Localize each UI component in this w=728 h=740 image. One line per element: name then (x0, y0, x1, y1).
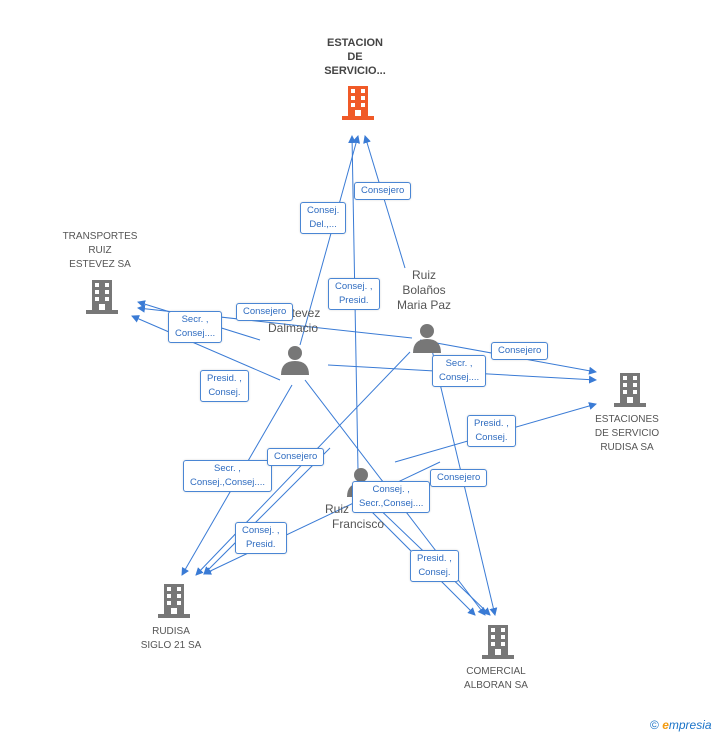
building-icon[interactable] (482, 625, 514, 659)
label-line: ESTEVEZ SA (69, 259, 131, 270)
edge-label-line: Consej. (475, 432, 508, 443)
label-line: Francisco (331, 517, 384, 531)
building-icon[interactable] (158, 584, 190, 618)
main-company-label-line: SERVICIO... (324, 65, 386, 77)
edge-label-line: Secr. , (181, 314, 209, 325)
edge-label-line: Secr. , (214, 463, 241, 474)
label-line: Ruiz (411, 268, 436, 282)
label-line: Maria Paz (396, 298, 452, 312)
label-line: Dalmacio (267, 321, 318, 335)
edge-line (203, 447, 331, 575)
label-line: RUIZ (88, 245, 112, 256)
person-label-dalmacio[interactable]: tevez Dalmacio (248, 306, 338, 336)
edge-label-line: Consejero (498, 345, 542, 356)
edge-label-line: Presid. , (474, 418, 509, 429)
edge-label-line: Presid. (245, 539, 276, 550)
edge-label-line: Consejero (274, 451, 318, 462)
edge-label-line: Secr.,Consej.... (359, 498, 424, 509)
label-line: Ruiz (325, 502, 350, 516)
main-company-label[interactable]: ESTACION DE SERVICIO... (300, 36, 410, 78)
label-line: RUDISA SA (600, 442, 654, 453)
label-line: TRANSPORTES (62, 231, 138, 242)
building-icon[interactable] (614, 373, 646, 407)
edge-line (131, 315, 281, 381)
edge-label[interactable]: Consej. , Secr.,Consej.... (352, 481, 431, 513)
company-label-transportes[interactable]: TRANSPORTES RUIZ ESTEVEZ SA (45, 230, 155, 272)
edge-line (299, 135, 360, 346)
edge-label[interactable]: Consejero (354, 182, 412, 200)
edge-label[interactable]: Presid. , Consej. (410, 550, 459, 582)
main-company-label-line: DE (347, 51, 363, 63)
edge-label-line: Consej.... (439, 372, 480, 383)
edge-label-line: Del.,... (309, 219, 337, 230)
edge-label[interactable]: Consej. Del.,... (300, 202, 347, 234)
edge-label-line: Consej. (418, 567, 451, 578)
label-line: tevez (291, 306, 321, 320)
edge-label-line: Consejero (437, 472, 481, 483)
edge-label[interactable]: Consejero (491, 342, 549, 360)
label-line: SIGLO 21 SA (140, 640, 202, 651)
person-label-francisco[interactable]: Ruiz Francisco (313, 502, 403, 532)
person-icon[interactable] (280, 345, 310, 375)
edge-label-line: Consejero (243, 306, 287, 317)
edge-label[interactable]: Consejero (430, 469, 488, 487)
brand-e: e (662, 718, 669, 732)
label-line: ALBORAN SA (464, 680, 528, 691)
edge-label[interactable]: Consej. , Presid. (328, 278, 380, 310)
edge-label-line: Consej. , (335, 281, 373, 292)
edge-label[interactable]: Secr. , Consej.,Consej.... (183, 460, 272, 492)
label-line: Bolaños (402, 283, 446, 297)
edge-label-line: Consej. (208, 387, 241, 398)
copyright-symbol: © (650, 718, 659, 732)
person-label-bolanos[interactable]: Ruiz Bolaños Maria Paz (379, 268, 469, 313)
edge-label-line: Presid. , (207, 373, 242, 384)
edge-line (363, 135, 406, 269)
company-label-estaciones[interactable]: ESTACIONES DE SERVICIO RUDISA SA (572, 413, 682, 455)
edge-label-line: Presid. , (417, 553, 452, 564)
edge-label[interactable]: Presid. , Consej. (467, 415, 516, 447)
person-icon[interactable] (412, 323, 442, 353)
edge-label-line: Consej. (307, 205, 340, 216)
label-line: ESTACIONES (595, 414, 659, 425)
edge-label[interactable]: Consejero (267, 448, 325, 466)
edge-label[interactable]: Secr. , Consej.... (168, 311, 223, 343)
edge-label-line: Secr. , (445, 358, 473, 369)
building-icon[interactable] (86, 280, 118, 314)
company-label-rudisa[interactable]: RUDISA SIGLO 21 SA (116, 625, 226, 653)
edge-label[interactable]: Presid. , Consej. (200, 370, 249, 402)
edge-label-line: Consej. , (372, 484, 410, 495)
edge-label-line: Consejero (361, 185, 405, 196)
edge-label[interactable]: Secr. , Consej.... (432, 355, 487, 387)
main-company-label-line: ESTACION (326, 37, 384, 49)
edge-label[interactable]: Consej. , Presid. (235, 522, 287, 554)
brand-rest: mpresia (668, 718, 712, 732)
empresia-logo[interactable]: © empresia (650, 718, 712, 732)
company-label-comercial[interactable]: COMERCIAL ALBORAN SA (441, 665, 551, 693)
edge-label-line: Consej.... (175, 328, 216, 339)
edge-label-line: Presid. (338, 295, 369, 306)
edge-label-line: Consej. , (242, 525, 280, 536)
edge-label-line: Consej.,Consej.... (190, 477, 265, 488)
label-line: COMERCIAL (466, 666, 526, 677)
label-line: RUDISA (152, 626, 190, 637)
label-line: DE SERVICIO (594, 428, 660, 439)
main-company-building-icon[interactable] (342, 86, 374, 120)
edge-label[interactable]: Consejero (236, 303, 294, 321)
edge-line (203, 461, 441, 575)
